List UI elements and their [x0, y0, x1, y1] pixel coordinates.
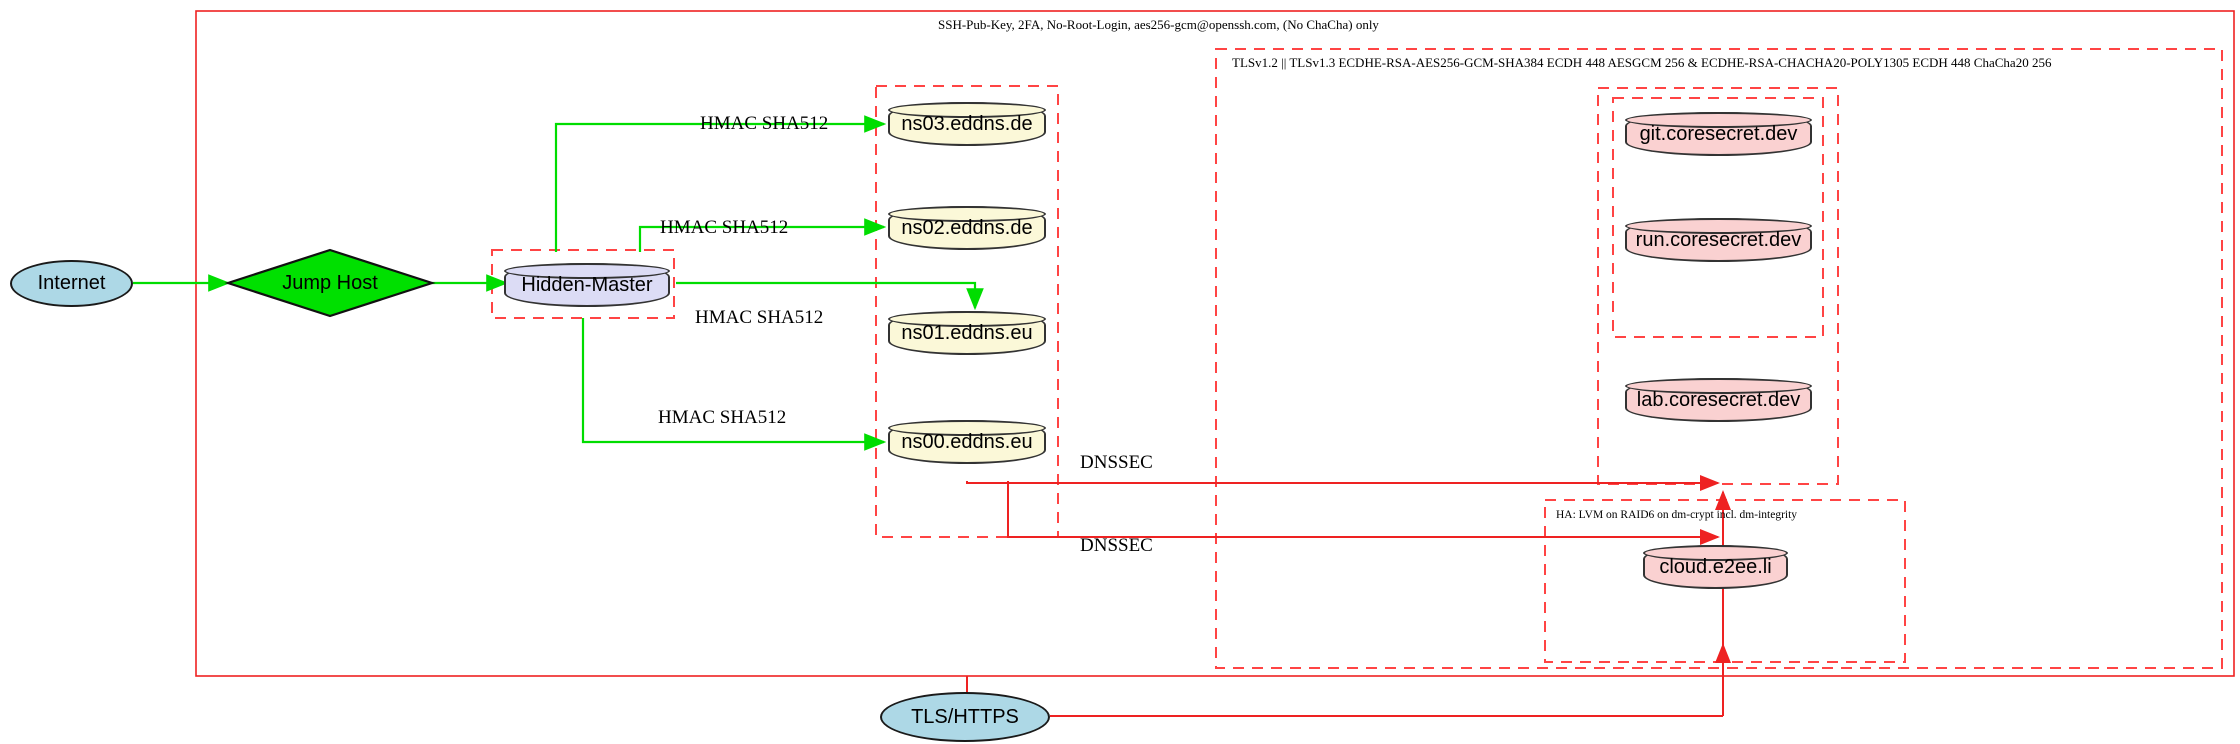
node-tls-https[interactable]: TLS/HTTPS: [880, 692, 1050, 742]
edge-label-hmac-ns00: HMAC SHA512: [658, 407, 787, 428]
edge-label-dnssec-lower: DNSSEC: [1080, 535, 1153, 556]
node-ns03[interactable]: ns03.eddns.de: [888, 102, 1046, 146]
tls-boundary-label: TLSv1.2 || TLSv1.3 ECDHE-RSA-AES256-GCM-…: [1232, 55, 2052, 70]
node-ns01-label: ns01.eddns.eu: [901, 321, 1033, 344]
node-lab-coresecret[interactable]: lab.coresecret.dev: [1625, 378, 1812, 422]
node-run-coresecret[interactable]: run.coresecret.dev: [1625, 218, 1812, 262]
node-cloud-e2ee[interactable]: cloud.e2ee.li: [1643, 545, 1788, 589]
node-jump-host[interactable]: Jump Host: [228, 268, 432, 298]
node-run-coresecret-label: run.coresecret.dev: [1635, 228, 1802, 251]
ssh-boundary-label: SSH-Pub-Key, 2FA, No-Root-Login, aes256-…: [938, 17, 1379, 32]
edge-hiddenmaster-ns00: [581, 318, 887, 451]
edge-label-hmac-ns01: HMAC SHA512: [695, 307, 824, 328]
node-ns01[interactable]: ns01.eddns.eu: [888, 311, 1046, 355]
dns-cluster-frame: [875, 85, 1059, 538]
coresecret-outer-cluster-frame: [1597, 87, 1839, 485]
node-ns03-label: ns03.eddns.de: [901, 112, 1033, 135]
edge-hiddenmaster-ns02: [638, 218, 887, 252]
node-internet[interactable]: Internet: [10, 260, 133, 307]
node-ns02-label: ns02.eddns.de: [901, 216, 1033, 239]
node-ns00-label: ns00.eddns.eu: [901, 430, 1033, 453]
node-git-coresecret-label: git.coresecret.dev: [1639, 122, 1798, 145]
edge-label-hmac-ns03: HMAC SHA512: [700, 113, 829, 134]
node-hidden-master-label: Hidden-Master: [521, 273, 653, 296]
node-cloud-e2ee-label: cloud.e2ee.li: [1659, 555, 1772, 578]
node-ns02[interactable]: ns02.eddns.de: [888, 206, 1046, 250]
edge-dnssec-lower: [1007, 481, 1720, 545]
node-git-coresecret[interactable]: git.coresecret.dev: [1625, 112, 1812, 156]
node-internet-label: Internet: [37, 272, 106, 294]
node-lab-coresecret-label: lab.coresecret.dev: [1636, 388, 1801, 411]
edge-label-dnssec-upper: DNSSEC: [1080, 452, 1153, 473]
edge-dnssec-upper: [966, 475, 1720, 491]
ssh-boundary-frame: [195, 10, 2235, 677]
edge-hiddenmaster-ns01: [676, 281, 984, 311]
edge-label-hmac-ns02: HMAC SHA512: [660, 217, 789, 238]
storage-boundary-label: HA: LVM on RAID6 on dm-crypt incl. dm-in…: [1556, 509, 1798, 521]
node-ns00[interactable]: ns00.eddns.eu: [888, 420, 1046, 464]
node-jump-host-label: Jump Host: [282, 271, 378, 294]
tls-boundary-frame: [1215, 48, 2223, 669]
jump-host-shape[interactable]: [224, 248, 436, 318]
edge-hiddenmaster-ns03: [554, 115, 887, 252]
coresecret-inner-cluster-frame: [1612, 97, 1824, 338]
node-hidden-master[interactable]: Hidden-Master: [504, 263, 670, 307]
node-tls-https-label: TLS/HTTPS: [911, 705, 1019, 728]
